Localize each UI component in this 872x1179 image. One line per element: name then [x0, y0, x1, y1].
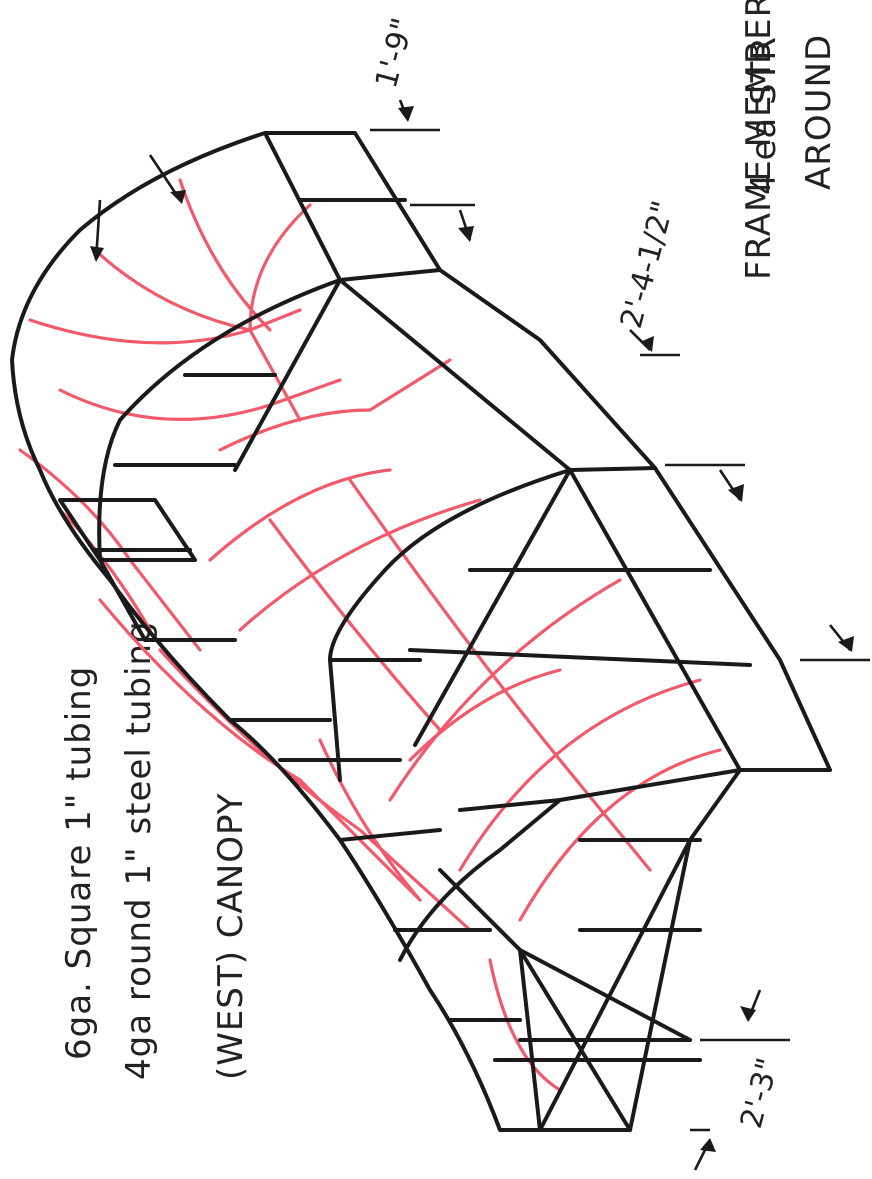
arrowhead [90, 246, 104, 262]
note-west-canopy: (WEST) CANOPY [211, 792, 251, 1080]
frame-diagonal [538, 838, 692, 1132]
strap-line [58, 508, 152, 632]
frame-diagonal [413, 468, 572, 747]
frame-members [10, 131, 832, 1132]
frame-diagonal [233, 278, 342, 472]
frame-ridge [328, 468, 572, 782]
strap-line [93, 248, 302, 422]
strap-line [218, 358, 452, 452]
strap-line [208, 468, 392, 562]
strap-line [238, 498, 482, 632]
strap-line [28, 308, 302, 345]
frame-segment [58, 498, 197, 562]
arrowhead [640, 336, 654, 352]
arrowhead [838, 636, 854, 652]
note-tubing-round: 4ga round 1" steel tubing [119, 620, 159, 1080]
arrowhead [700, 1138, 716, 1152]
arrowhead [170, 190, 186, 204]
strap-line [458, 678, 702, 872]
frame-top-box [263, 131, 442, 282]
dimension-lines [90, 99, 870, 1171]
frame-segment [408, 648, 752, 667]
frame-segment [338, 828, 442, 842]
note-frame-members: FRAME MEMBER [739, 0, 779, 280]
frame-segment [458, 798, 562, 812]
strap-line [248, 203, 312, 332]
frame-ridge [398, 768, 742, 962]
arrowhead [740, 1006, 756, 1022]
strap-line [58, 378, 342, 421]
dimension-bottom: 2'-3" [734, 1054, 786, 1132]
note-straps-line2: AROUND [799, 34, 839, 190]
strap-line [348, 478, 652, 872]
dimension-top: 1'-9" [369, 14, 421, 92]
strap-line [268, 518, 442, 732]
note-straps-line1: 4 ea STR [744, 36, 784, 195]
dimension-middle: 2'-4-1/2" [614, 197, 681, 332]
strap-line [178, 178, 272, 332]
strap-line [408, 668, 562, 762]
note-tubing-square: 6ga. Square 1" tubing [59, 666, 99, 1060]
strap-line [318, 738, 422, 902]
frame-ridge [518, 948, 692, 1042]
arrowhead [458, 226, 474, 242]
arrowhead [398, 106, 414, 122]
frame-ridge [568, 468, 742, 772]
strap-line [388, 578, 622, 802]
frame-diagonal [518, 948, 632, 1132]
strap-line [518, 748, 722, 922]
arrowhead [728, 484, 744, 502]
frame-ridge [97, 278, 342, 642]
strap-line [488, 958, 562, 1092]
strap-line [158, 648, 472, 932]
strap-lines [18, 178, 722, 1092]
